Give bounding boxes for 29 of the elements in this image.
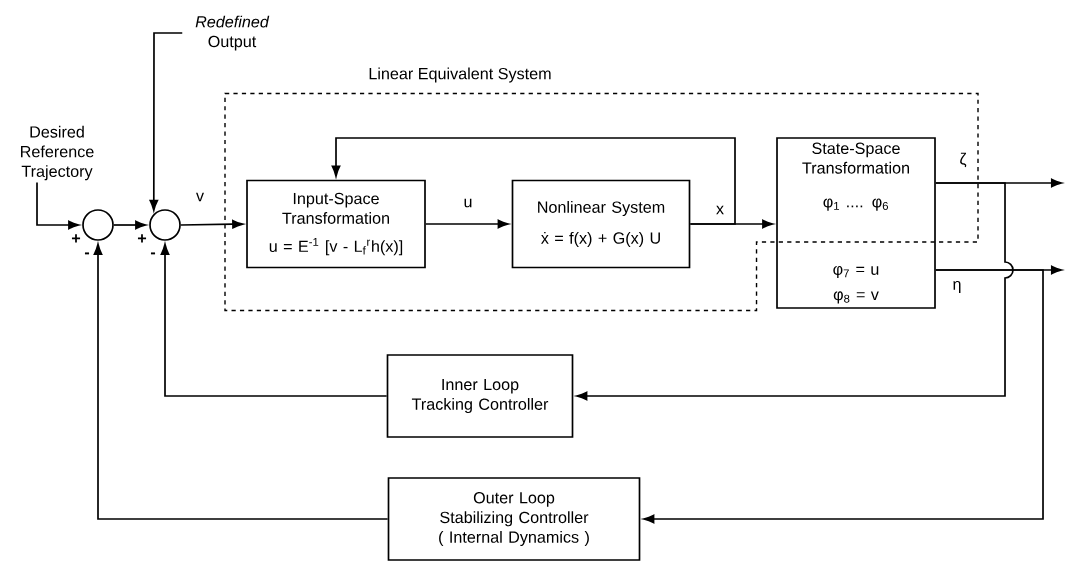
- edge-label: v: [194, 191, 206, 203]
- arrow: [425, 219, 509, 229]
- arrow: [149, 32, 184, 211]
- summing-junction: [149, 209, 181, 241]
- output-label: Redefined Output: [195, 15, 270, 51]
- sign-label: +: [137, 234, 147, 243]
- controller-box: Outer Loop Stabilizing Controller ( Internal Dynamics ): [387, 477, 641, 561]
- input-label: Desired Reference Trajectory: [21, 125, 94, 181]
- arrow: [93, 243, 389, 520]
- edge-label: u: [462, 197, 474, 209]
- edge-label: η: [951, 279, 963, 295]
- arrow: [160, 243, 388, 397]
- sign-label: -: [150, 252, 156, 255]
- controller-box: Inner Loop Tracking Controller: [386, 354, 574, 438]
- arrow: [643, 269, 1044, 524]
- process-box: Nonlinear System ẋ = f(x) + G(x) U: [511, 179, 691, 269]
- sign-label: +: [71, 234, 81, 243]
- process-box: Input-Space Transformation u = E$^{-1}$ [v - L$_{f}$$^{r}$h(x)]: [246, 179, 426, 269]
- summing-junction: [82, 209, 114, 241]
- edge-label: x: [714, 204, 726, 216]
- sign-label: -: [84, 252, 90, 255]
- arrow: [180, 219, 244, 229]
- region-title: Linear Equivalent System: [369, 67, 551, 83]
- dashed-region: [224, 92, 979, 312]
- arrow: [331, 137, 736, 225]
- arrow: [576, 182, 1014, 401]
- arrow: [113, 220, 147, 230]
- edge-label: ζ: [958, 151, 968, 169]
- arrow: [36, 181, 80, 230]
